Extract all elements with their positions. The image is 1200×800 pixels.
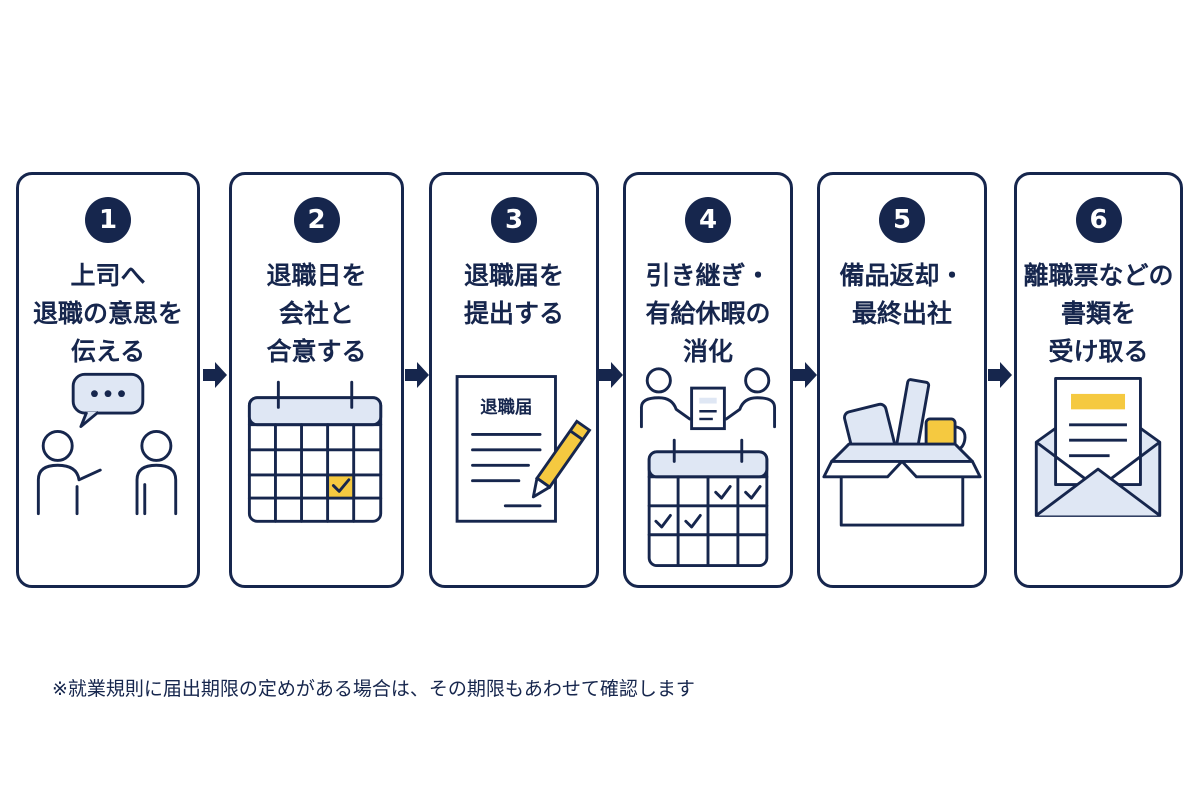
step-title-6: 離職票などの 書類を 受け取る <box>1023 261 1174 366</box>
arrow-right-icon <box>203 362 227 388</box>
envelope-icon <box>1034 377 1162 517</box>
step-card-1: 1 上司へ 退職の意思を 伝える <box>16 172 200 588</box>
handover-icon <box>639 367 777 568</box>
step-number-3: 3 <box>491 197 537 243</box>
step-card-4: 4 引き継ぎ・ 有給休暇の 消化 <box>623 172 793 588</box>
arrow-right-icon <box>599 362 623 388</box>
step-card-3: 3 退職届を 提出する 退職届 <box>429 172 599 588</box>
step-card-2: 2 退職日を 会社と 合意する <box>229 172 404 588</box>
arrow-right-icon <box>793 362 817 388</box>
step-number-2: 2 <box>293 197 340 243</box>
speech-bubble-icon <box>71 372 145 429</box>
footnote: ※就業規則に届出期限の定めがある場合は、その期限もあわせて確認します <box>52 678 695 700</box>
resignation-letter-icon: 退職届 <box>455 375 592 523</box>
arrow-right-icon <box>988 362 1012 388</box>
calendar-check-icon <box>247 380 383 523</box>
step-card-5: 5 備品返却・ 最終出社 <box>817 172 987 588</box>
step-number-4: 4 <box>685 197 731 243</box>
step-number-6: 6 <box>1075 197 1122 243</box>
step-title-1: 上司へ 退職の意思を 伝える <box>32 261 183 366</box>
pen-icon <box>531 419 592 499</box>
step-title-2: 退職日を 会社と 合意する <box>266 261 367 366</box>
step-title-5: 備品返却・ 最終出社 <box>839 261 965 328</box>
step-number-1: 1 <box>85 197 131 243</box>
arrow-right-icon <box>405 362 429 388</box>
letter-title: 退職届 <box>480 397 532 418</box>
step-card-6: 6 離職票などの 書類を 受け取る <box>1014 172 1183 588</box>
conversation-icon <box>36 372 178 516</box>
step-number-5: 5 <box>879 197 925 243</box>
box-icon <box>822 378 982 527</box>
step-title-3: 退職届を 提出する <box>463 261 564 328</box>
step-title-4: 引き継ぎ・ 有給休暇の 消化 <box>645 261 771 366</box>
